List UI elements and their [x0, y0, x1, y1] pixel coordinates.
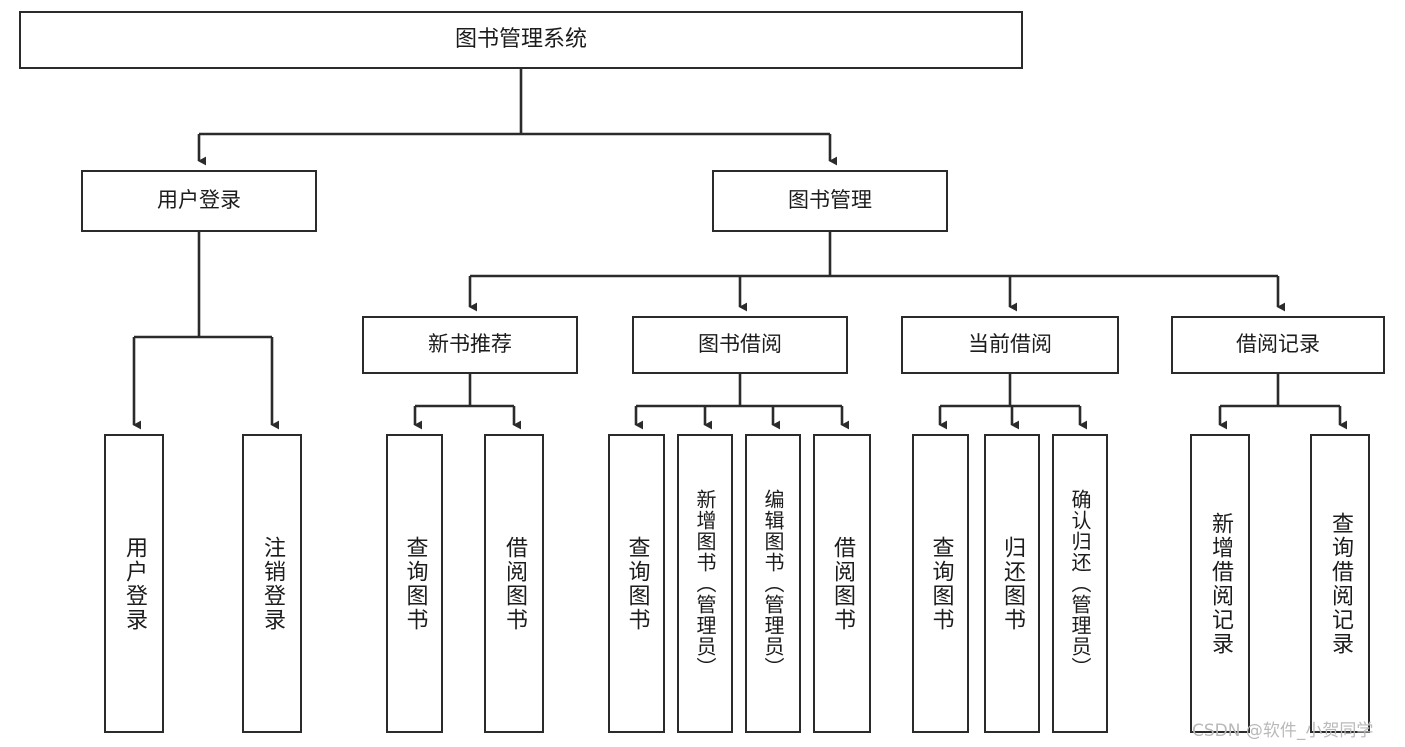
node-borrow-record[interactable]: 借阅记录 [1171, 316, 1385, 374]
node-current-borrow[interactable]: 当前借阅 [901, 316, 1119, 374]
node-borrow-record-label: 借阅记录 [1236, 332, 1320, 357]
leaf-add-book-admin[interactable]: 新增图书（管理员） [677, 434, 733, 733]
leaf-return-book[interactable]: 归还图书 [984, 434, 1040, 733]
leaf-query-book-current[interactable]: 查询图书 [912, 434, 969, 733]
leaf-user-login[interactable]: 用户登录 [104, 434, 164, 733]
leaf-edit-book-admin[interactable]: 编辑图书（管理员） [745, 434, 801, 733]
leaf-add-book-admin-label: 新增图书（管理员） [693, 489, 717, 678]
node-root[interactable]: 图书管理系统 [19, 11, 1023, 69]
leaf-query-book-borrow[interactable]: 查询图书 [608, 434, 665, 733]
node-current-borrow-label: 当前借阅 [968, 332, 1052, 357]
leaf-query-borrow-record[interactable]: 查询借阅记录 [1310, 434, 1370, 733]
leaf-query-book-current-label: 查询图书 [928, 535, 954, 632]
leaf-edit-book-admin-label: 编辑图书（管理员） [761, 489, 785, 678]
leaf-confirm-return-admin[interactable]: 确认归还（管理员） [1052, 434, 1108, 733]
leaf-add-borrow-record[interactable]: 新增借阅记录 [1190, 434, 1250, 733]
node-new-book-recommend-label: 新书推荐 [428, 332, 512, 357]
node-root-label: 图书管理系统 [454, 26, 587, 52]
node-book-management-label: 图书管理 [788, 188, 872, 213]
node-book-borrow[interactable]: 图书借阅 [632, 316, 848, 374]
leaf-lend-book-label: 借阅图书 [830, 535, 855, 632]
leaf-confirm-return-admin-label: 确认归还（管理员） [1068, 489, 1092, 678]
leaf-logout-label: 注销登录 [260, 535, 285, 632]
node-new-book-recommend[interactable]: 新书推荐 [362, 316, 578, 374]
leaf-lend-book[interactable]: 借阅图书 [813, 434, 871, 733]
node-book-management[interactable]: 图书管理 [712, 170, 948, 232]
leaf-borrow-book-recommend[interactable]: 借阅图书 [484, 434, 544, 733]
leaf-add-borrow-record-label: 新增借阅记录 [1208, 511, 1233, 656]
leaf-borrow-book-recommend-label: 借阅图书 [502, 535, 527, 632]
node-user-login-label: 用户登录 [157, 188, 241, 213]
leaf-user-login-label: 用户登录 [122, 535, 147, 632]
node-book-borrow-label: 图书借阅 [698, 332, 782, 357]
watermark: CSDN @软件_小贺同学 [1192, 721, 1374, 741]
leaf-query-book-recommend[interactable]: 查询图书 [386, 434, 443, 733]
node-user-login[interactable]: 用户登录 [81, 170, 317, 232]
leaf-logout[interactable]: 注销登录 [242, 434, 302, 733]
leaf-return-book-label: 归还图书 [1000, 535, 1025, 632]
leaf-query-book-borrow-label: 查询图书 [624, 535, 650, 632]
leaf-query-book-recommend-label: 查询图书 [402, 535, 428, 632]
leaf-query-borrow-record-label: 查询借阅记录 [1328, 511, 1353, 656]
